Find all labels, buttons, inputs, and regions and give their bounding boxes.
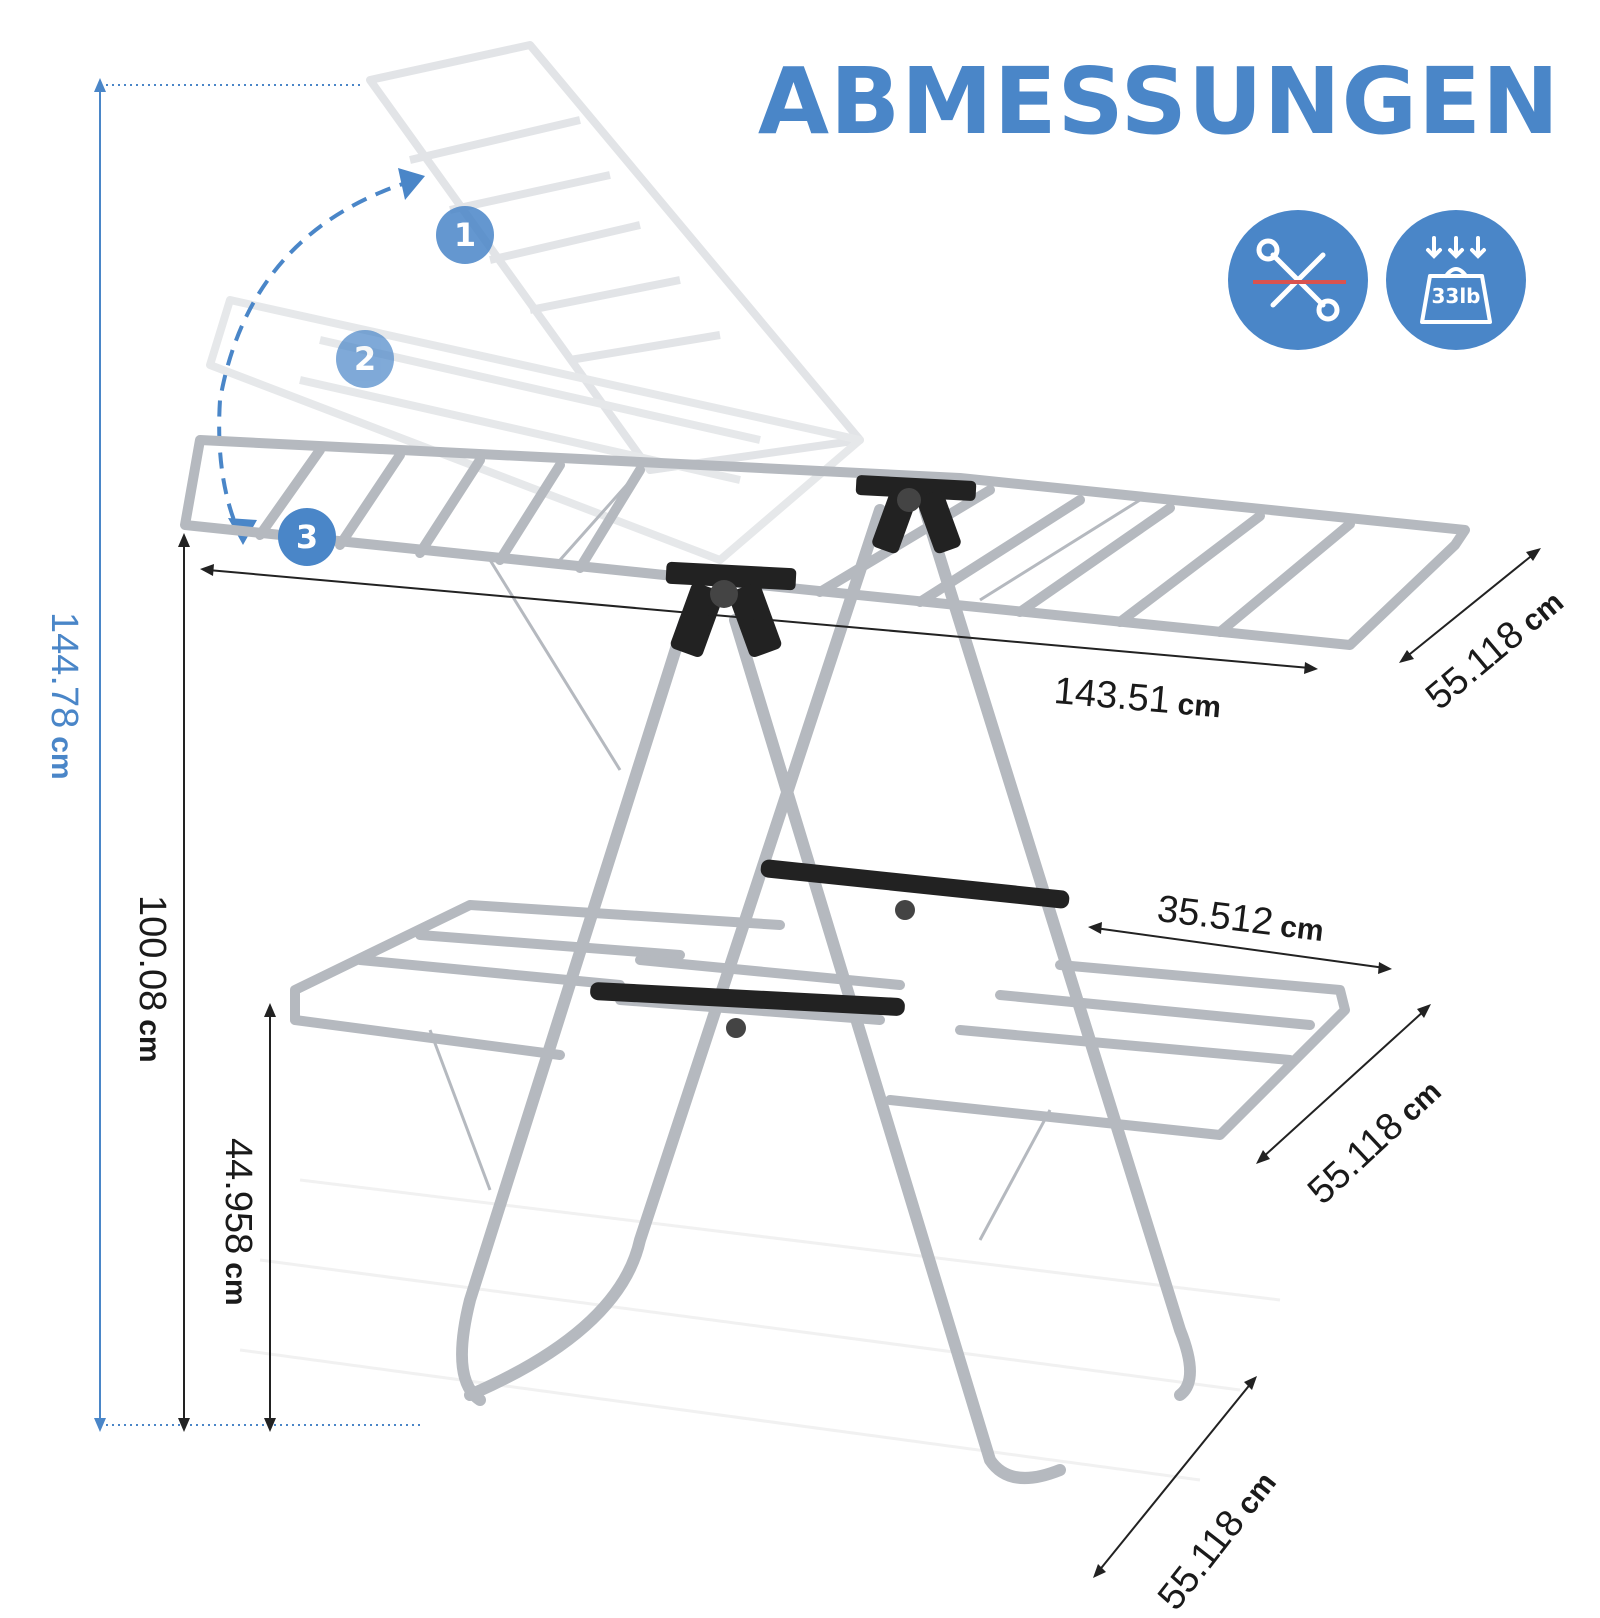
top-length-value: 143.51 <box>1052 670 1172 722</box>
step-badge-1: 1 <box>436 206 494 264</box>
top-length-unit: cm <box>1176 687 1223 725</box>
hinge-joints <box>665 475 977 1038</box>
floor-shadow <box>239 1178 1281 1482</box>
total-height-unit: cm <box>45 736 78 780</box>
weight-icon <box>1420 236 1492 324</box>
weight-capacity-badge: 33lb <box>1386 210 1526 350</box>
no-tools-badge <box>1228 210 1368 350</box>
lower-height-value: 44.958 <box>217 1138 259 1255</box>
rotation-arrow-head-top <box>398 168 425 200</box>
step-badge-3: 3 <box>278 508 336 566</box>
frame-legs <box>456 504 1196 1484</box>
lower-wings <box>290 900 1350 1140</box>
weight-capacity-label: 33lb <box>1431 284 1481 308</box>
rotation-arrow <box>217 178 416 536</box>
black-bars <box>590 859 1070 1016</box>
lower-wing-length-unit: cm <box>1278 910 1326 949</box>
top-height-unit: cm <box>133 1019 166 1063</box>
page-title: ABMESSUNGEN <box>757 48 1560 155</box>
top-height-value: 100.08 <box>131 895 173 1012</box>
step-badge-2: 2 <box>336 330 394 388</box>
total-height-label: 144.78 cm <box>42 612 85 780</box>
top-height-label: 100.08 cm <box>130 895 173 1063</box>
lower-height-label: 44.958 cm <box>216 1138 259 1306</box>
dimension-lines <box>99 84 1536 1573</box>
support-wires <box>428 469 1141 1241</box>
top-wings <box>180 435 1470 650</box>
lower-height-unit: cm <box>219 1262 252 1306</box>
no-tools-icon <box>1253 238 1346 322</box>
total-height-value: 144.78 <box>43 612 85 729</box>
dimension-arrowheads <box>94 78 1541 1578</box>
